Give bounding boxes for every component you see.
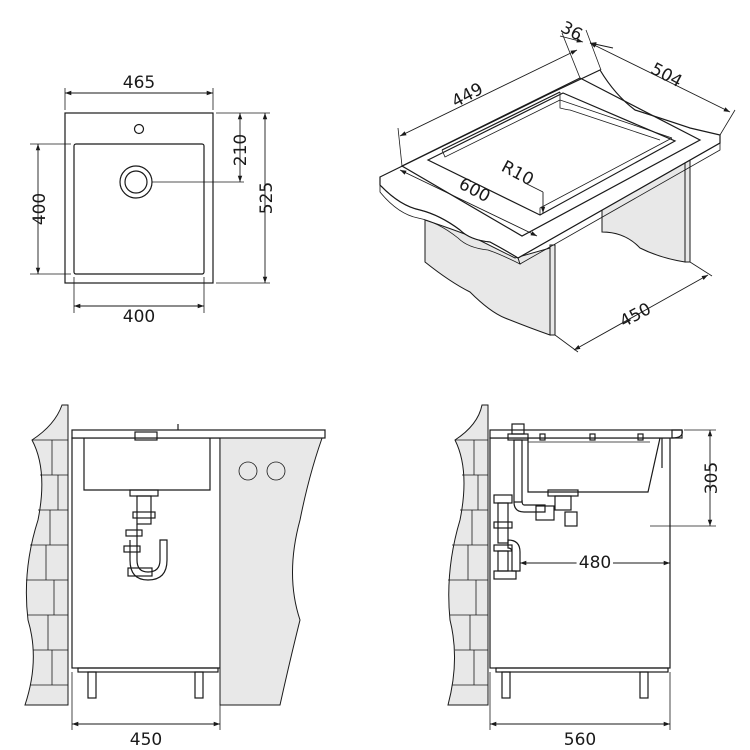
side-cabinet-panel (219, 429, 326, 706)
dim-drain-offset: 480 (579, 553, 611, 573)
dim-cabinet-depth-side: 560 (564, 730, 596, 750)
power-socket-right (266, 461, 286, 481)
cabinet-front-post (549, 244, 556, 336)
dim-overall-depth: 525 (257, 182, 277, 214)
dim-inner-width: 449 (449, 79, 487, 112)
bowl-outline (73, 143, 205, 275)
overflow-plate (134, 431, 158, 441)
front-view: 450 (24, 404, 326, 750)
worktop-front (71, 429, 326, 439)
tap-hole (133, 123, 145, 135)
dim-cabinet-depth-iso: 450 (617, 299, 655, 332)
foot-right (194, 671, 204, 699)
dim-bowl-width: 400 (123, 307, 155, 327)
cabinet-front (71, 437, 221, 669)
foot-side-left (501, 671, 511, 699)
top-view: 465 400 400 210 525 (30, 73, 277, 327)
bowl-side (527, 437, 661, 493)
foot-left (87, 671, 97, 699)
foot-side-right (639, 671, 649, 699)
dim-bowl-depth: 400 (30, 193, 50, 225)
brick-pattern (26, 439, 68, 686)
power-socket-left (238, 461, 258, 481)
sink-outline (64, 112, 214, 284)
dim-bowl-height: 305 (702, 462, 722, 494)
cabinet-back-post (684, 154, 691, 263)
side-view: 305 480 560 (447, 404, 722, 750)
dim-cabinet-width: 450 (130, 730, 162, 750)
siphon-trap (123, 489, 168, 581)
dim-tap-to-drain: 210 (231, 134, 251, 166)
dim-overall-width: 465 (123, 73, 155, 93)
overflow-pipe (493, 423, 579, 580)
isometric-view: R10 36 504 449 600 450 (379, 18, 736, 353)
brick-wall-left (24, 404, 69, 706)
drain-inner (124, 170, 148, 194)
